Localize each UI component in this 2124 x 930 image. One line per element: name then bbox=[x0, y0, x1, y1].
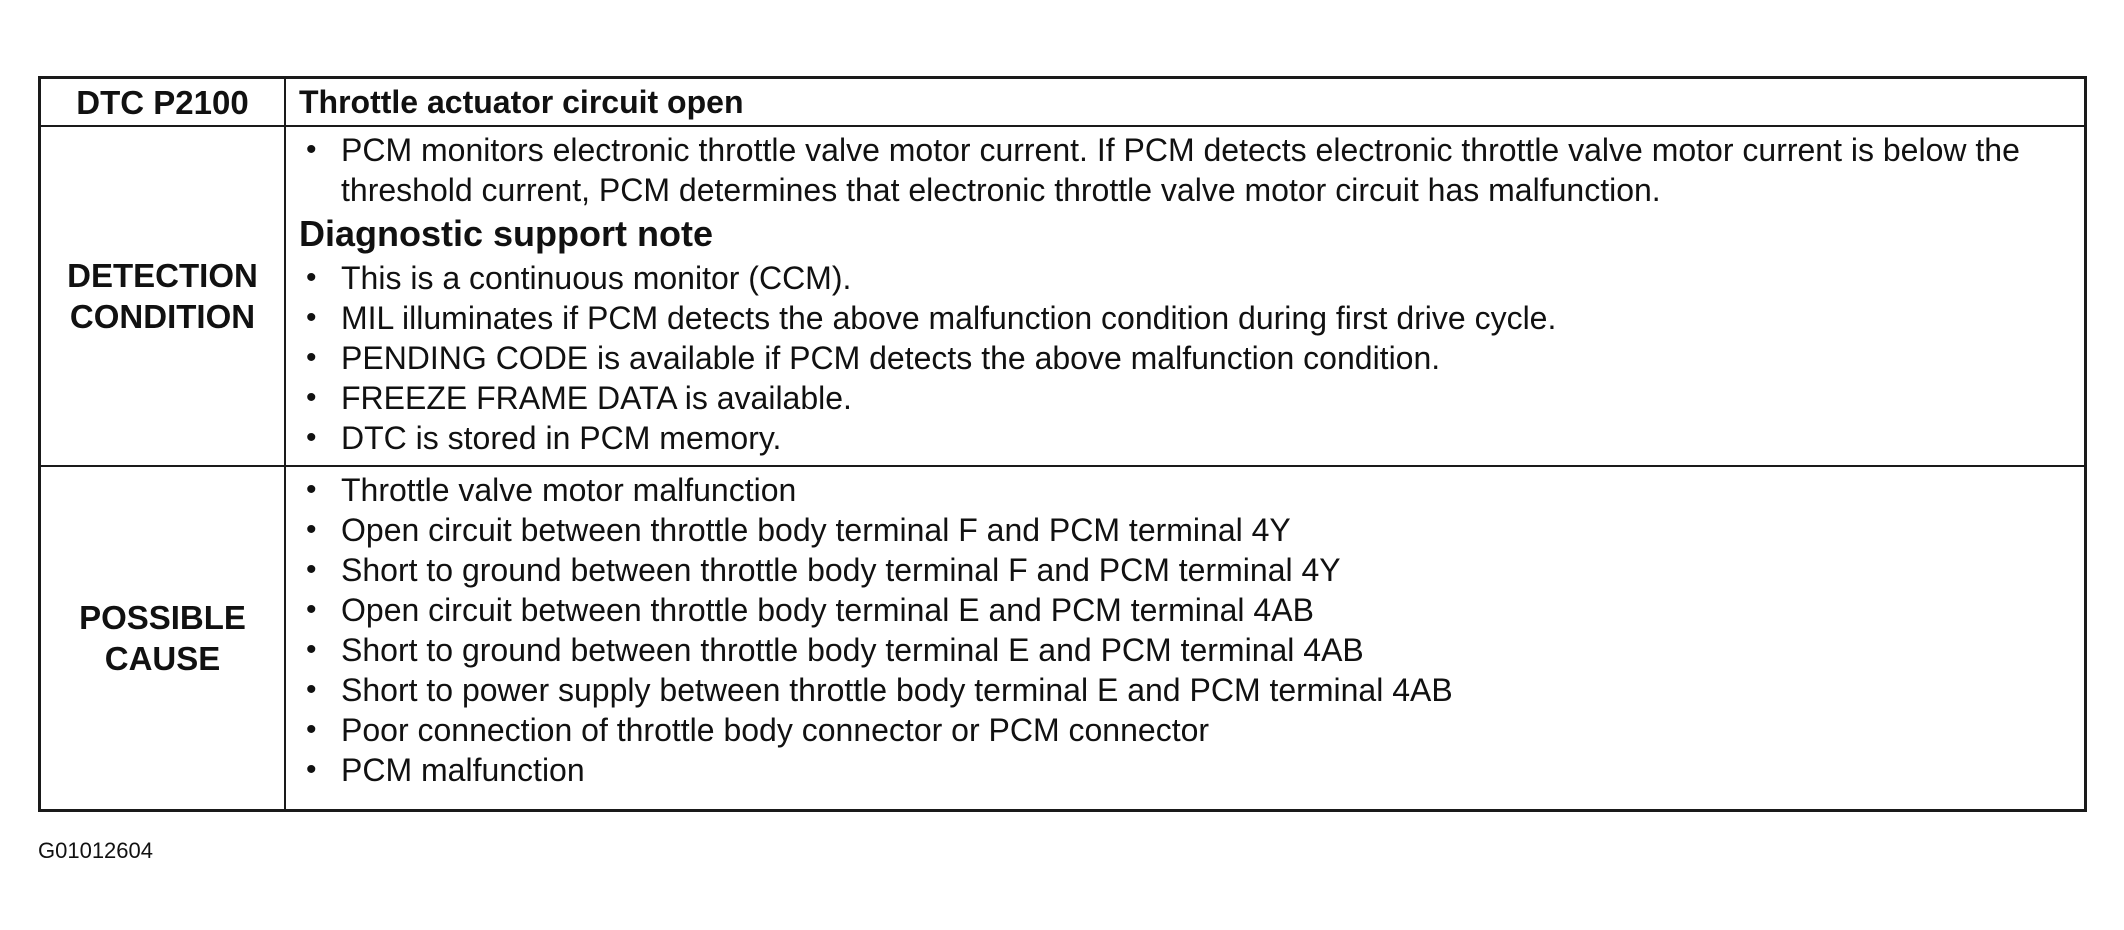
dtc-code-label: DTC P2100 bbox=[41, 79, 286, 127]
diagnostic-support-list: This is a continuous monitor (CCM). MIL … bbox=[299, 258, 2074, 458]
list-item: Short to ground between throttle body te… bbox=[299, 550, 2074, 590]
dtc-table: DTC P2100 Throttle actuator circuit open… bbox=[38, 76, 2087, 812]
list-item: Open circuit between throttle body termi… bbox=[299, 590, 2074, 630]
list-item: MIL illuminates if PCM detects the above… bbox=[299, 298, 2074, 338]
list-item: PCM monitors electronic throttle valve m… bbox=[299, 130, 2074, 210]
dtc-title: Throttle actuator circuit open bbox=[286, 79, 2084, 127]
detection-condition-label: DETECTION CONDITION bbox=[41, 127, 286, 467]
dtc-title-text: Throttle actuator circuit open bbox=[299, 83, 744, 120]
list-item: Throttle valve motor malfunction bbox=[299, 470, 2074, 510]
list-item: Short to power supply between throttle b… bbox=[299, 670, 2074, 710]
detection-intro-list: PCM monitors electronic throttle valve m… bbox=[299, 130, 2074, 210]
dtc-code-text: DTC P2100 bbox=[76, 83, 249, 121]
list-item: Short to ground between throttle body te… bbox=[299, 630, 2074, 670]
possible-cause-text: POSSIBLE CAUSE bbox=[79, 599, 246, 677]
list-item: Poor connection of throttle body connect… bbox=[299, 710, 2074, 750]
detection-condition-content: PCM monitors electronic throttle valve m… bbox=[286, 127, 2084, 467]
list-item: PENDING CODE is available if PCM detects… bbox=[299, 338, 2074, 378]
possible-cause-label: POSSIBLE CAUSE bbox=[41, 467, 286, 809]
list-item: FREEZE FRAME DATA is available. bbox=[299, 378, 2074, 418]
list-item: Open circuit between throttle body termi… bbox=[299, 510, 2074, 550]
list-item: DTC is stored in PCM memory. bbox=[299, 418, 2074, 458]
possible-cause-content: Throttle valve motor malfunction Open ci… bbox=[286, 467, 2084, 809]
possible-cause-list: Throttle valve motor malfunction Open ci… bbox=[299, 470, 2074, 790]
figure-code: G01012604 bbox=[38, 838, 153, 863]
diagnostic-support-heading: Diagnostic support note bbox=[299, 213, 713, 254]
detection-condition-text: DETECTION CONDITION bbox=[67, 257, 258, 335]
list-item: PCM malfunction bbox=[299, 750, 2074, 790]
list-item: This is a continuous monitor (CCM). bbox=[299, 258, 2074, 298]
